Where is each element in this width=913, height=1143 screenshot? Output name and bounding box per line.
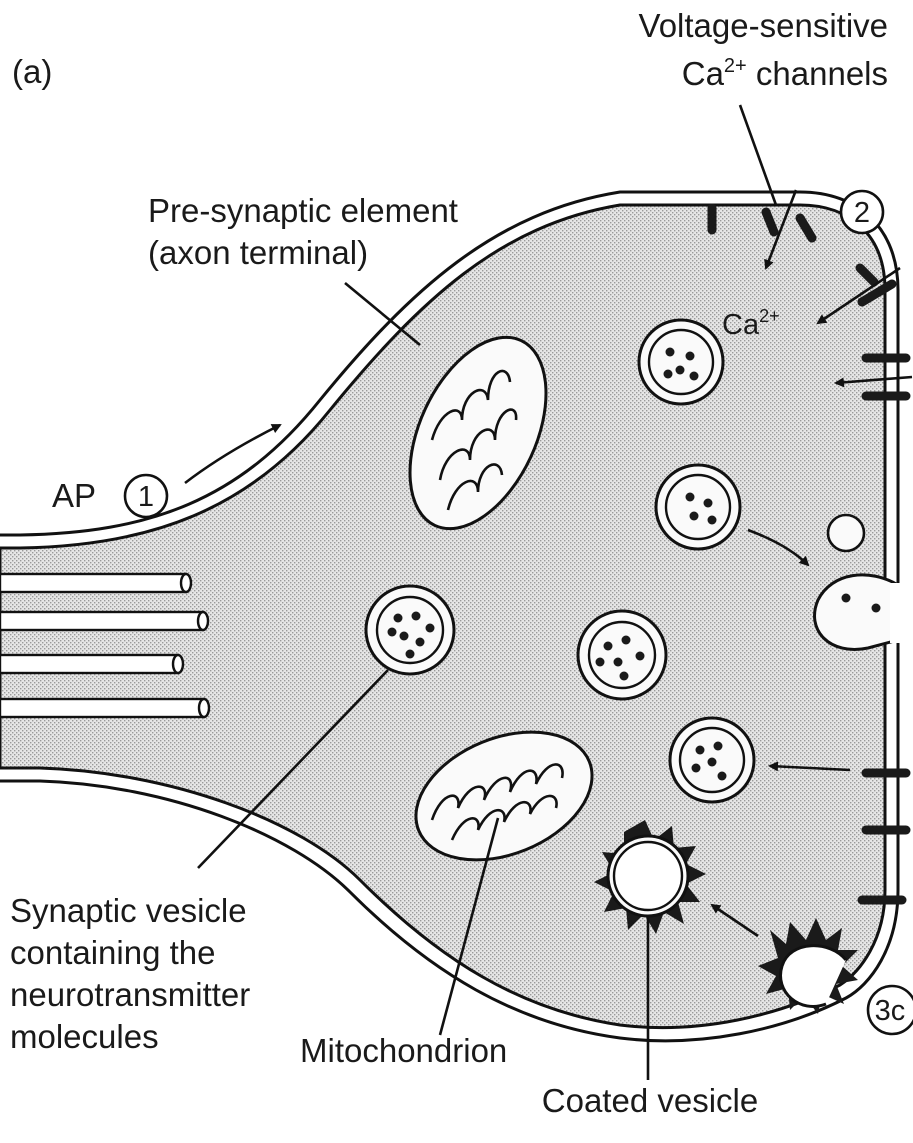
voltage-channels-label-line2: Ca2+ channels xyxy=(682,55,888,92)
synaptic-vesicle-label-line2: containing the xyxy=(10,934,216,971)
presynaptic-label-line1: Pre-synaptic element xyxy=(148,192,458,229)
step-3c-marker: 3c xyxy=(868,986,913,1034)
svg-text:1: 1 xyxy=(138,481,154,513)
synaptic-vesicle xyxy=(656,465,740,549)
synaptic-vesicle xyxy=(639,320,723,404)
ap-label: AP xyxy=(52,477,96,514)
synaptic-vesicle-label-line4: molecules xyxy=(10,1018,159,1055)
synaptic-vesicle-label-line1: Synaptic vesicle xyxy=(10,892,247,929)
synaptic-vesicle-label-line3: neurotransmitter xyxy=(10,976,250,1013)
panel-label: (a) xyxy=(12,53,52,90)
synaptic-vesicle xyxy=(366,586,454,674)
voltage-channels-label-line1: Voltage-sensitive xyxy=(639,7,888,44)
step-1-marker: 1 xyxy=(125,475,167,517)
synaptic-vesicle xyxy=(670,718,754,802)
svg-text:2: 2 xyxy=(854,197,870,229)
svg-text:3c: 3c xyxy=(875,995,906,1027)
presynaptic-label-line2: (axon terminal) xyxy=(148,234,368,271)
coated-vesicle-label: Coated vesicle xyxy=(542,1082,758,1119)
synaptic-vesicle xyxy=(578,611,666,699)
step-2-marker: 2 xyxy=(841,191,883,233)
mitochondrion-label: Mitochondrion xyxy=(300,1032,507,1069)
